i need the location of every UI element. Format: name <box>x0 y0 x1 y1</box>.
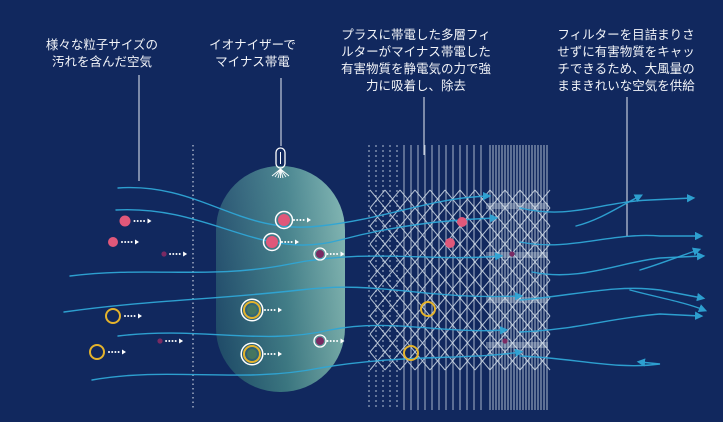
negative-charge-dots-icon <box>264 307 282 313</box>
filter-mesh-row <box>369 297 551 317</box>
caption-leader-lines <box>138 75 628 236</box>
air-flow-line <box>519 231 704 246</box>
filter-mesh-row <box>369 333 551 353</box>
purple-particle <box>313 247 345 261</box>
captured-pink-particle <box>457 217 467 227</box>
air-flow-line <box>91 348 524 381</box>
air-flow-line <box>519 311 704 333</box>
filter-bar <box>486 252 548 258</box>
caption-airflow-line-3: チできるため、大風量の <box>557 61 695 76</box>
air-flow-streams <box>63 186 708 381</box>
air-flow-line <box>575 194 644 227</box>
air-flow-line <box>531 252 706 276</box>
caption-dirty-air: 様々な粒子サイズの 汚れを含んだ空気 <box>22 36 182 70</box>
negative-charge-dots-icon <box>124 313 142 319</box>
negative-charge-dots-icon <box>264 351 282 357</box>
caption-airflow-line-1: フィルターを目詰まりさ <box>557 27 695 42</box>
filter-bar <box>486 203 548 209</box>
pink-particle <box>262 232 299 252</box>
pink-particle <box>119 215 152 227</box>
yellow-ring-particle <box>105 308 142 324</box>
caption-filter-line-2: ルターがマイナス帯電した <box>341 44 491 59</box>
caption-filter-line-3: 有害物質を静電気の力で強 <box>340 61 491 76</box>
yellow-ring-particle <box>89 344 126 360</box>
negative-charge-dots-icon <box>326 251 345 257</box>
caption-airflow: フィルターを目詰まりさ せずに有害物質をキャッ チできるため、大風量の ままきれ… <box>535 26 717 94</box>
air-flow-line <box>629 289 708 313</box>
negative-charge-dots-icon <box>169 251 188 257</box>
air-flow-line <box>117 186 492 228</box>
air-flow-line <box>115 209 499 246</box>
negative-charge-dots-icon <box>293 217 311 223</box>
negative-charge-dots-icon <box>165 338 184 344</box>
air-flow-line <box>519 355 661 367</box>
air-flow-line <box>519 194 696 213</box>
caption-filter-line-1: プラスに帯電した多層フィ <box>341 27 491 42</box>
pink-particle <box>274 210 311 230</box>
air-flow-line <box>519 287 706 302</box>
filter-mesh-row <box>369 261 551 281</box>
captured-pink-particle <box>445 238 455 248</box>
multilayer-filter <box>368 145 551 410</box>
negative-charge-dots-icon <box>121 239 139 245</box>
air-flow-line <box>69 252 504 277</box>
ionizer-emitter-icon <box>271 147 290 179</box>
negative-charge-dots-icon <box>281 239 299 245</box>
negative-charge-dots-icon <box>133 218 152 224</box>
caption-filter: プラスに帯電した多層フィ ルターがマイナス帯電した 有害物質を静電気の力で強 力… <box>326 26 506 94</box>
caption-ionizer-line-2: マイナス帯電 <box>215 54 290 69</box>
negative-charge-dots-icon <box>108 349 126 355</box>
captured-yellow-particle <box>420 301 436 317</box>
caption-ionizer: イオナイザーで マイナス帯電 <box>190 36 315 70</box>
caption-dirty-air-line-2: 汚れを含んだ空気 <box>51 54 152 69</box>
filter-mesh-row <box>369 225 551 245</box>
captured-purple-particle <box>502 338 508 344</box>
caption-dirty-air-line-1: 様々な粒子サイズの <box>45 37 159 52</box>
captured-purple-particle <box>509 251 515 257</box>
purple-particle <box>313 334 345 348</box>
air-flow-line <box>63 286 524 313</box>
yellow-ring-particle <box>240 342 282 366</box>
purple-particle <box>157 338 184 344</box>
caption-filter-line-4: 力に吸着し、除去 <box>365 78 466 93</box>
air-flow-line <box>639 247 702 271</box>
pink-particle <box>108 237 139 247</box>
caption-airflow-line-4: ままきれいな空気を供給 <box>557 78 695 93</box>
purple-particle <box>161 251 188 257</box>
caption-airflow-line-2: せずに有害物質をキャッ <box>557 44 695 59</box>
air-flow-line <box>117 324 509 338</box>
negative-charge-dots-icon <box>326 338 345 344</box>
captured-yellow-particle <box>403 345 419 361</box>
filter-bar <box>486 342 548 348</box>
particles <box>89 210 515 366</box>
ionizer-chamber-shade <box>216 166 345 392</box>
yellow-ring-particle <box>240 298 282 322</box>
caption-ionizer-line-1: イオナイザーで <box>209 37 296 52</box>
